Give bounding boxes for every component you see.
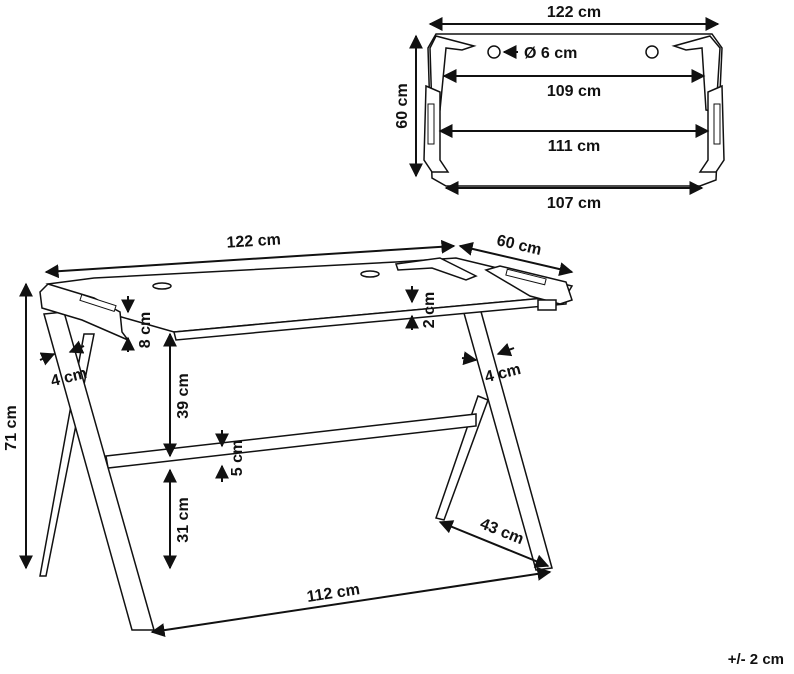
back-right-leg [435,395,489,521]
dim-arrow-leg-left-a [39,352,56,366]
label-inner-width-1: 109 cm [547,83,601,100]
tolerance-note: +/- 2 cm [727,651,784,668]
dim-line-depth-perspective [458,242,574,276]
top-view: 122 cm Ø 6 cm 109 cm 60 cm 111 cm 107 cm [394,4,725,212]
top-view-right-leg-panel [698,84,725,173]
top-view-cable-hole-left [487,45,501,59]
dim-line-width [44,239,456,279]
top-view-cable-hole-right [645,45,659,59]
label-foot-depth: 43 cm [477,515,525,548]
dim-arrow-leg-right-b [496,343,515,357]
dim-arrow-leg-right-a [461,351,478,366]
label-top-width: 122 cm [547,4,601,21]
left-light-strip [79,293,117,313]
label-edge-thickness: 8 cm [137,312,154,348]
label-clearance-upper: 39 cm [175,373,192,418]
label-bar-height: 5 cm [229,440,246,476]
label-width: 122 cm [226,231,281,251]
label-height: 71 cm [3,405,20,450]
label-top-thickness: 2 cm [421,292,438,328]
perspective-view: 122 cm 60 cm 71 cm 8 cm 2 cm 4 cm 4 cm 3… [3,231,574,638]
top-view-left-light-strip [427,103,435,145]
dim-arrow-leg-left-b [68,340,85,354]
dim-line-foot-depth [438,520,550,568]
dim-line-base-width [150,566,552,638]
right-end-block [537,299,557,311]
label-bottom-width: 107 cm [547,195,601,212]
top-view-left-leg-panel [423,84,450,173]
top-view-right-light-strip [713,103,721,145]
label-depth: 60 cm [394,83,411,128]
left-end-bracket [39,283,131,342]
label-clearance-lower: 31 cm [175,497,192,542]
label-inner-width-2: 111 cm [548,138,601,155]
label-hole-diameter: Ø 6 cm [524,45,577,62]
cable-hole-right [360,270,380,278]
cable-hole-left [152,282,172,290]
crossbar [105,413,477,469]
